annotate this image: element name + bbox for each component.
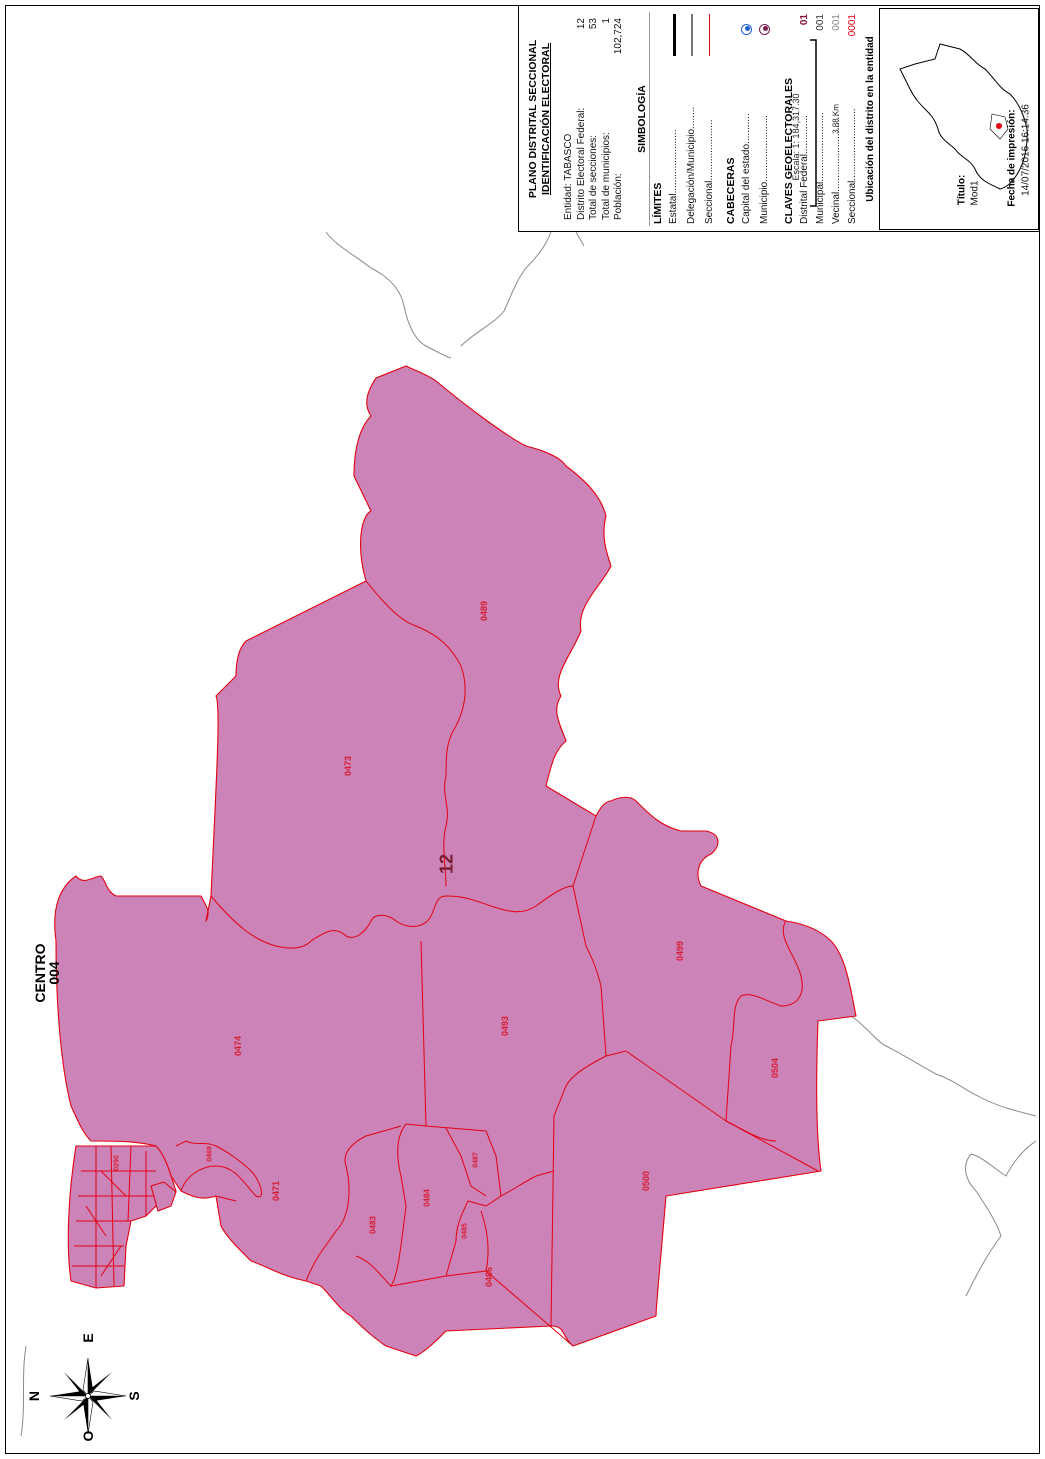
municipal-boundary-line (460, 231, 552, 347)
section-label: 0474 (233, 1035, 243, 1057)
municipal-boundary-line (850, 1015, 1037, 1117)
section-label: 0485 (461, 1223, 469, 1239)
section-label: 0493 (500, 1015, 510, 1037)
municipal-boundary-line (575, 231, 585, 247)
locator-map (879, 8, 1039, 230)
scale-bar (810, 39, 817, 207)
section-label: 0290 (113, 1155, 121, 1171)
titulo-label: Título: (956, 174, 968, 206)
district-number: 12 (436, 853, 457, 875)
section-label: 0484 (422, 1189, 432, 1207)
municipal-boundary-line (965, 1140, 1037, 1297)
scale-km: 3.88 Km (831, 104, 841, 134)
fecha-value: 14/07/2016 16:14:36 (1020, 104, 1032, 196)
compass-south: S (126, 1391, 142, 1401)
section-label: 0471 (271, 1180, 281, 1202)
district-polygon (54, 365, 857, 1357)
compass-east: E (80, 1333, 96, 1343)
compass-north: N (26, 1390, 42, 1402)
state-outline (899, 43, 1028, 190)
municipality-code: 004 (46, 961, 62, 985)
section-label: 0489 (479, 600, 489, 622)
fecha-label: Fecha de impresión: (1006, 109, 1018, 207)
compass-rose (49, 1357, 127, 1435)
section-label: 0469 (206, 1146, 214, 1162)
district-map[interactable] (6, 6, 1040, 1454)
scale-text: Escala: 1: 184,317.30 (791, 93, 801, 181)
section-label: 0486 (484, 1266, 494, 1288)
compass-west: O (80, 1430, 96, 1442)
section-label: 0504 (770, 1057, 780, 1079)
municipal-boundary-line (325, 231, 452, 359)
section-label: 0473 (343, 755, 353, 777)
section-label: 0487 (472, 1152, 480, 1168)
section-label: 0483 (368, 1216, 378, 1234)
section-label: 0499 (675, 940, 685, 962)
municipal-boundary-line (20, 1345, 27, 1437)
legend-panel: PLANO DISTRITAL SECCIONAL IDENTIFICACIÓN… (518, 6, 1039, 232)
map-sheet: N E S O CENTRO 004 12 0489 0473 0474 049… (5, 5, 1040, 1454)
section-label: 0500 (641, 1170, 651, 1192)
titulo-value: Mod1 (969, 180, 981, 206)
